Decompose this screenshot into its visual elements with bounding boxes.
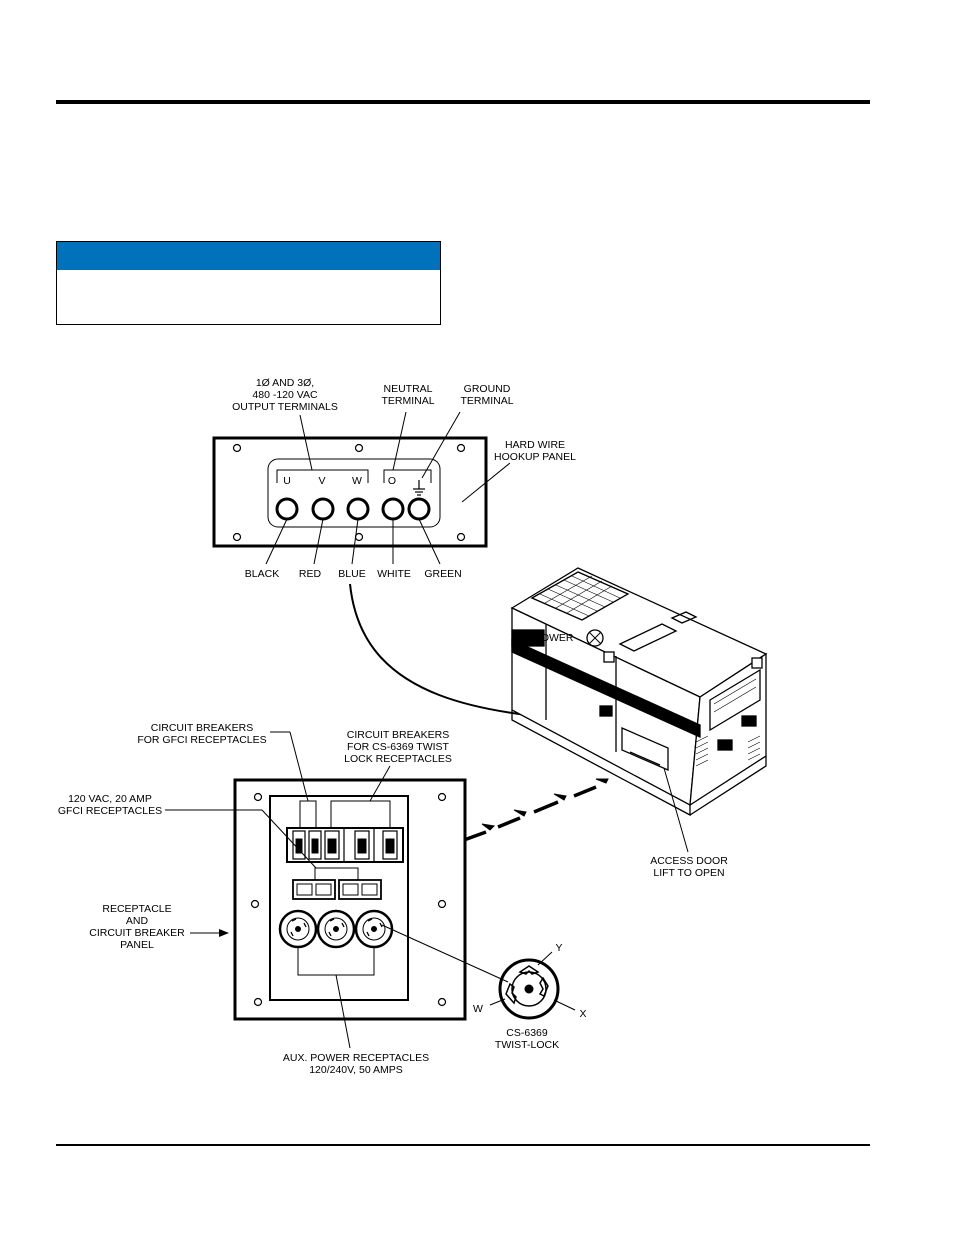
header-rule	[56, 100, 870, 104]
neutral-terminal-label-1: NEUTRAL	[383, 383, 432, 395]
hookup-labels: 1Ø AND 3Ø, 480 -120 VAC OUTPUT TERMINALS…	[232, 377, 576, 580]
wire-label-white: WHITE	[377, 568, 411, 580]
output-terminals-label-3: OUTPUT TERMINALS	[232, 401, 338, 413]
generator-brand: MQ POWER	[514, 632, 574, 644]
wire-label-black: BLACK	[245, 568, 279, 580]
twist-pin-y: Y	[555, 942, 562, 954]
output-terminals-label-1: 1Ø AND 3Ø,	[256, 377, 314, 389]
wire-label-red: RED	[299, 568, 322, 580]
wire-label-green: GREEN	[424, 568, 461, 580]
twist-lock-label-2: TWIST-LOCK	[495, 1039, 559, 1051]
aux-receptacles-label-2: 120/240V, 50 AMPS	[309, 1064, 403, 1076]
twist-lock-labels: Y W X CS-6369 TWIST-LOCK	[473, 942, 586, 1051]
notice-box	[56, 241, 441, 325]
neutral-terminal-label-2: TERMINAL	[381, 395, 434, 407]
terminal-letter-o: O	[388, 475, 396, 487]
wire-label-blue: BLUE	[338, 568, 365, 580]
gfci-receptacles-label-2: GFCI RECEPTACLES	[58, 805, 162, 817]
receptacle-labels: CIRCUIT BREAKERS FOR GFCI RECEPTACLES CI…	[58, 722, 452, 1076]
hookup-panel-label-1: HARD WIRE	[505, 439, 565, 451]
access-door-label-1: ACCESS DOOR	[650, 855, 728, 867]
cb-gfci-label-2: FOR GFCI RECEPTACLES	[137, 734, 266, 746]
footer-rule	[56, 1144, 870, 1146]
twist-pin-x: X	[579, 1008, 586, 1020]
hookup-panel-label-2: HOOKUP PANEL	[494, 451, 576, 463]
cb-gfci-label-1: CIRCUIT BREAKERS	[151, 722, 254, 734]
terminal-letter-v: V	[318, 475, 325, 487]
access-door-labels: ACCESS DOOR LIFT TO OPEN	[650, 855, 728, 879]
receptacle-panel	[165, 731, 509, 1049]
ground-terminal-label-2: TERMINAL	[460, 395, 513, 407]
receptacle-panel-label-3: CIRCUIT BREAKER	[89, 927, 185, 939]
aux-receptacles-label-1: AUX. POWER RECEPTACLES	[283, 1052, 429, 1064]
cb-twist-label-3: LOCK RECEPTACLES	[344, 753, 452, 765]
gfci-receptacles-label-1: 120 VAC, 20 AMP	[68, 793, 152, 805]
dashed-arrow	[463, 778, 609, 842]
twist-lock-label-1: CS-6369	[506, 1027, 548, 1039]
ground-terminal-label-1: GROUND	[464, 383, 511, 395]
twist-pin-w: W	[473, 1003, 483, 1015]
receptacle-panel-label-2: AND	[126, 915, 149, 927]
generator-illustration: MQ POWER	[510, 567, 768, 853]
receptacle-panel-label-1: RECEPTACLE	[102, 903, 171, 915]
receptacle-panel-label-4: PANEL	[120, 939, 154, 951]
notice-header-bar	[57, 242, 440, 270]
access-door-label-2: LIFT TO OPEN	[653, 867, 724, 879]
terminal-letter-w: W	[352, 475, 362, 487]
cb-twist-label-2: FOR CS-6369 TWIST	[347, 741, 449, 753]
output-terminals-label-2: 480 -120 VAC	[252, 389, 318, 401]
cb-twist-label-1: CIRCUIT BREAKERS	[347, 729, 450, 741]
twist-lock-detail	[489, 951, 576, 1020]
terminal-letter-u: U	[283, 475, 291, 487]
